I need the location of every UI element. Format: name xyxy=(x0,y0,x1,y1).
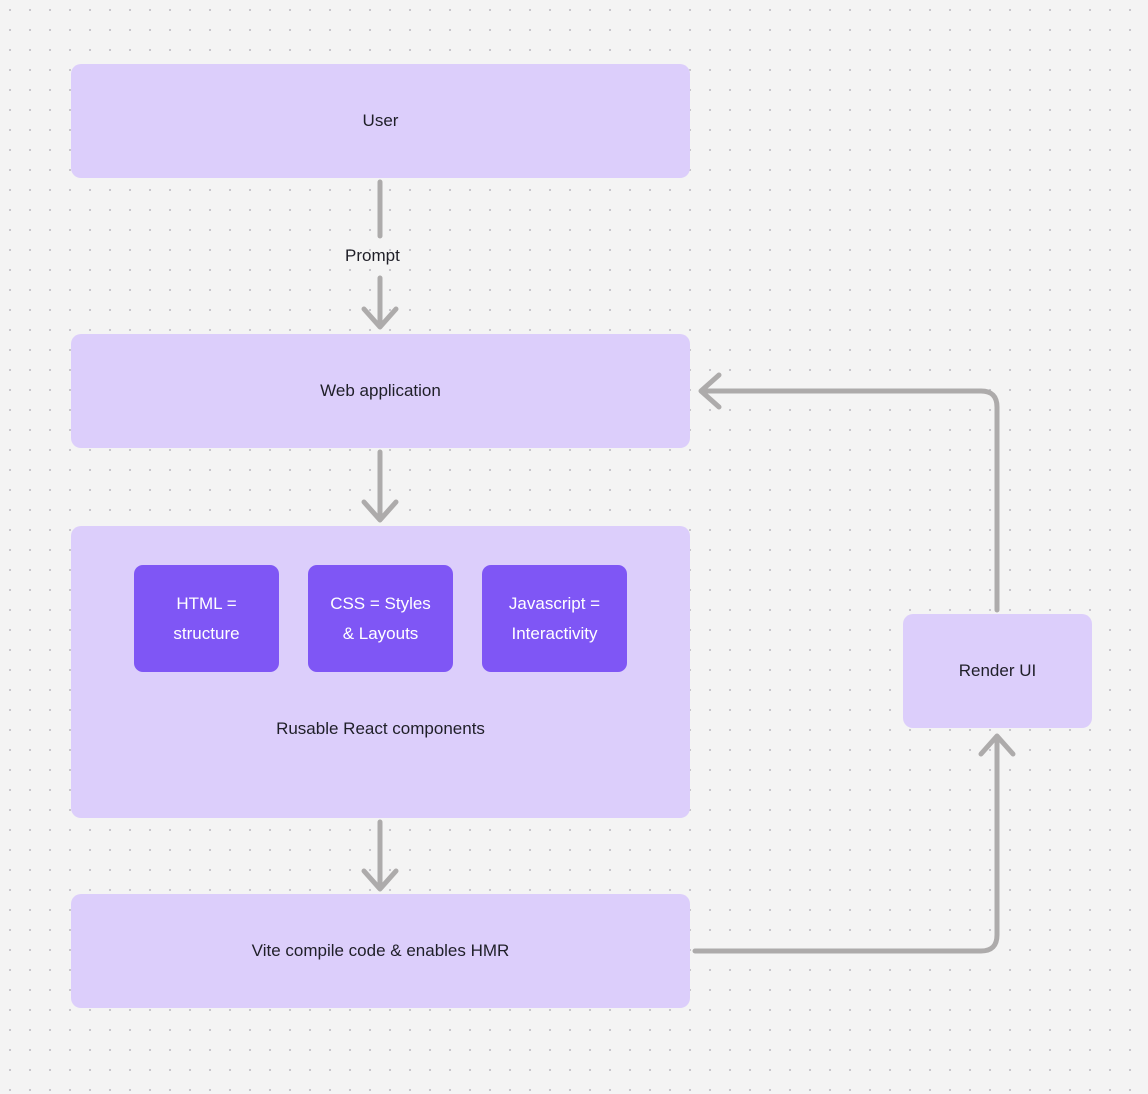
edge-webapp-to-components xyxy=(361,449,399,523)
edge-label-prompt: Prompt xyxy=(345,246,400,265)
node-user-label: User xyxy=(362,110,399,130)
subnode-css[interactable]: CSS = Styles& Layouts xyxy=(308,565,453,672)
node-web-application-label: Web application xyxy=(320,380,441,400)
subnode-css-label: CSS = Styles& Layouts xyxy=(330,594,431,643)
edge-components-to-vite xyxy=(361,819,399,892)
edge-vite-to-render xyxy=(692,733,1016,954)
node-user[interactable]: User xyxy=(71,64,690,178)
node-render-ui-label: Render UI xyxy=(958,660,1037,680)
arrowhead-up-icon xyxy=(978,733,1016,757)
node-vite[interactable]: Vite compile code & enables HMR xyxy=(71,894,690,1008)
node-vite-label: Vite compile code & enables HMR xyxy=(251,940,510,960)
edge-segment xyxy=(692,735,1000,954)
edge-render-to-webapp xyxy=(698,372,1000,613)
components-group-caption: Rusable React components xyxy=(276,719,485,738)
subnode-html-label: HTML =structure xyxy=(173,594,240,643)
node-components-group[interactable]: HTML =structure CSS = Styles& Layouts Ja… xyxy=(71,526,690,818)
subnode-javascript[interactable]: Javascript =Interactivity xyxy=(482,565,627,672)
node-render-ui[interactable]: Render UI xyxy=(903,614,1092,728)
arrowhead-down-icon xyxy=(361,868,399,892)
arrowhead-down-icon xyxy=(361,499,399,523)
arrowhead-down-icon xyxy=(361,306,399,330)
edge-segment xyxy=(700,388,1000,613)
components-subnode-row: HTML =structure CSS = Styles& Layouts Ja… xyxy=(71,565,690,672)
subnode-javascript-label: Javascript =Interactivity xyxy=(508,594,601,643)
node-web-application[interactable]: Web application xyxy=(71,334,690,448)
subnode-html[interactable]: HTML =structure xyxy=(134,565,279,672)
arrowhead-left-icon xyxy=(698,372,722,410)
